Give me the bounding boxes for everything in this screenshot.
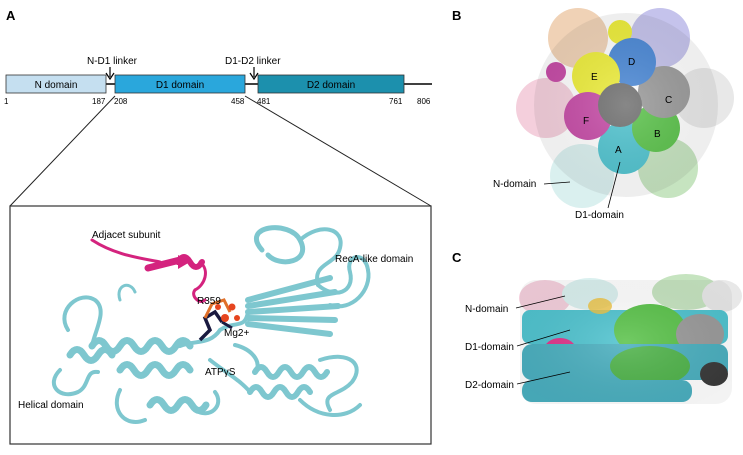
d1-d2-linker-arrow [249, 67, 259, 81]
helical-domain-label: Helical domain [18, 400, 84, 411]
panel-a-label: A [6, 8, 16, 23]
hexamer-top-view [516, 8, 734, 208]
residue-1: 1 [4, 97, 9, 106]
c-n-domain-leader [515, 295, 566, 309]
adjacent-subunit-arrowhead [178, 255, 190, 269]
panel-c-label: C [452, 250, 462, 265]
subunit-a-label: A [615, 145, 622, 156]
subunit-b-label: B [654, 129, 661, 140]
subunit-d-label: D [628, 57, 635, 68]
residue-208: 208 [114, 97, 128, 106]
c-n-domain-label: N-domain [465, 304, 508, 315]
mg2-label: Mg2+ [224, 328, 249, 339]
c-d1-domain-leader [516, 329, 571, 347]
atp-label: ATPγS [205, 367, 236, 378]
n-d1-linker-arrow [105, 67, 115, 81]
reca-like-domain-label: RecA-like domain [335, 254, 413, 265]
c-d2-domain-leader [516, 371, 571, 385]
b-n-domain-label: N-domain [493, 179, 536, 190]
d1-domain-box [114, 74, 246, 94]
zoom-line-right [244, 95, 432, 207]
n-d1-linker-label: N-D1 linker [87, 56, 138, 67]
d2-domain-label: D2 domain [307, 80, 355, 91]
ribbon-structure [51, 225, 371, 424]
d1-d2-linker-label: D1-D2 linker [225, 56, 281, 67]
subunit-e-label: E [591, 72, 598, 83]
residue-806: 806 [417, 97, 431, 106]
c-d2-domain-label: D2-domain [465, 380, 514, 391]
atp-ligand [198, 298, 240, 342]
panel-b-label: B [452, 8, 461, 23]
residue-458: 458 [231, 97, 245, 106]
b-n-domain-leader [543, 181, 571, 185]
r359-label: R359 [197, 296, 221, 307]
subunit-c-label: C [665, 95, 672, 106]
n-domain-box [5, 74, 107, 94]
zoom-line-left [9, 95, 116, 207]
residue-761: 761 [389, 97, 403, 106]
n-domain-label: N domain [35, 80, 78, 91]
b-d1-domain-leader [607, 161, 621, 209]
subunit-f-label: F [583, 116, 589, 127]
residue-187: 187 [92, 97, 106, 106]
b-d1-domain-label: D1-domain [575, 210, 624, 221]
adjacent-subunit-label: Adjacet subunit [92, 230, 161, 241]
d2-domain-box [257, 74, 405, 94]
residue-481: 481 [257, 97, 271, 106]
c-d1-domain-label: D1-domain [465, 342, 514, 353]
hexamer-side-view [519, 274, 742, 404]
d1-domain-label: D1 domain [156, 80, 204, 91]
